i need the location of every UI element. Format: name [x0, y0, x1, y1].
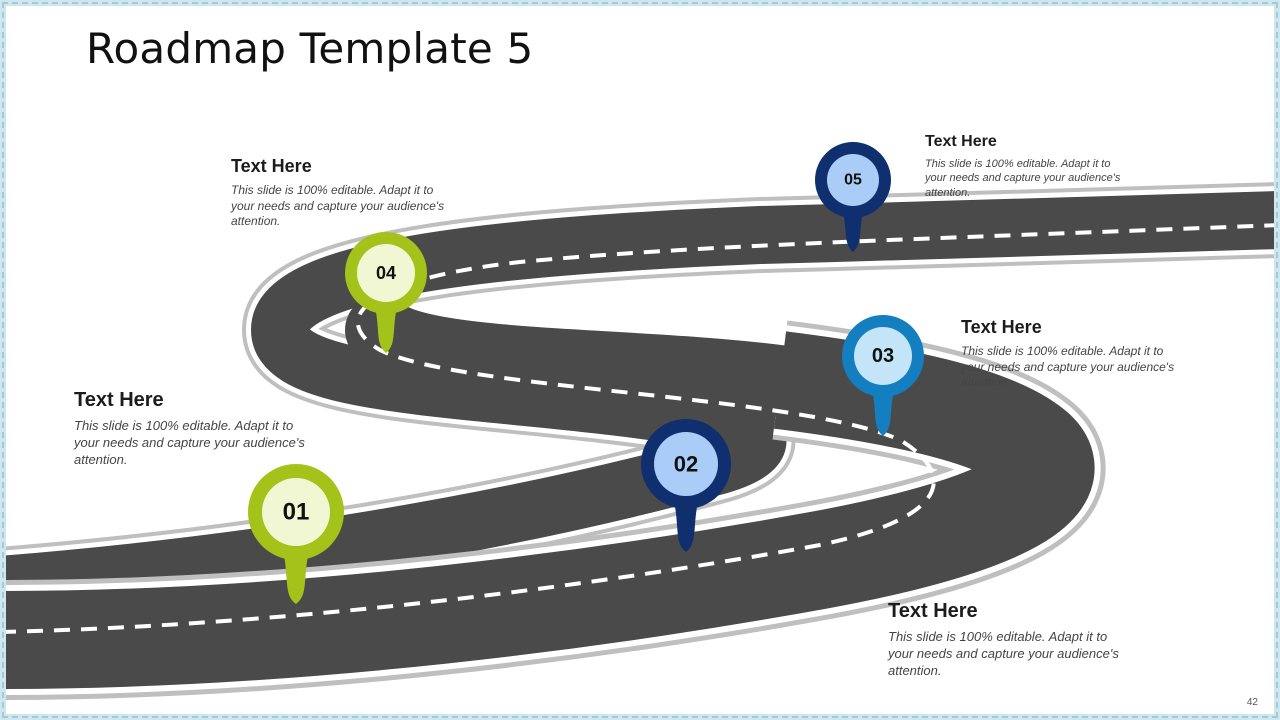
roadmap-illustration: 01 02 03 04 05: [6, 142, 1274, 700]
milestone-3-heading: Text Here: [961, 317, 1042, 337]
road-lower-asphalt: [6, 331, 1095, 689]
milestone-5-text: Text Here This slide is 100% editable. A…: [925, 133, 1125, 200]
milestone-3-body: This slide is 100% editable. Adapt it to…: [961, 344, 1175, 390]
pin-number-02: 02: [674, 452, 698, 477]
pin-center: [654, 432, 718, 496]
milestone-pin-05: 05: [815, 142, 891, 252]
pin-center: [357, 244, 415, 302]
pin-number-01: 01: [283, 499, 310, 526]
page-number: 42: [1246, 697, 1258, 708]
road-connector: [345, 295, 835, 418]
pin-number-05: 05: [844, 172, 862, 189]
road: [6, 182, 1274, 700]
pin-number-03: 03: [872, 345, 894, 367]
pin-center: [827, 154, 879, 206]
milestone-pin-03: 03: [842, 315, 924, 436]
milestone-2-body: This slide is 100% editable. Adapt it to…: [888, 629, 1119, 678]
pin-number-04: 04: [376, 263, 396, 283]
milestone-1-heading: Text Here: [74, 389, 164, 411]
milestone-pin-02: 02: [641, 419, 731, 552]
milestone-pin-01: 01: [248, 464, 344, 604]
milestone-2-heading: Text Here: [888, 600, 978, 622]
milestone-4-heading: Text Here: [231, 156, 312, 176]
milestone-5-heading: Text Here: [925, 133, 997, 150]
milestone-pin-04: 04: [345, 232, 427, 353]
milestone-2-text: Text Here This slide is 100% editable. A…: [888, 600, 1128, 680]
milestone-3-text: Text Here This slide is 100% editable. A…: [961, 317, 1181, 391]
slide-title: Roadmap Template 5: [86, 24, 534, 73]
pin-center: [854, 327, 912, 385]
milestone-1-body: This slide is 100% editable. Adapt it to…: [74, 418, 305, 467]
milestone-5-body: This slide is 100% editable. Adapt it to…: [925, 158, 1121, 199]
milestone-1-text: Text Here This slide is 100% editable. A…: [74, 389, 314, 469]
milestone-4-text: Text Here This slide is 100% editable. A…: [231, 156, 451, 230]
pin-center: [262, 478, 330, 546]
milestone-4-body: This slide is 100% editable. Adapt it to…: [231, 183, 445, 229]
